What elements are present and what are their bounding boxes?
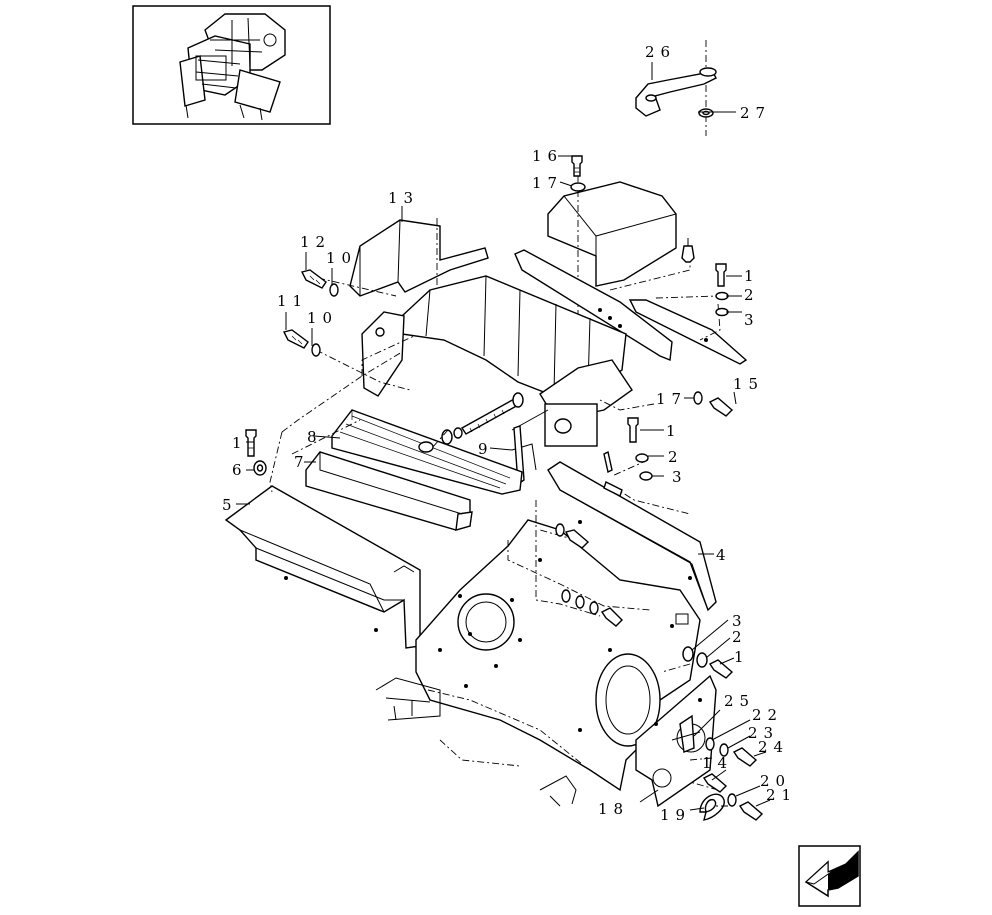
bolt-21[interactable] <box>738 801 764 821</box>
machine-overview-thumbnail <box>179 13 286 121</box>
callout-19: 19 <box>660 806 691 824</box>
bolt-1-upper-right[interactable] <box>715 263 727 287</box>
part-26-bracket[interactable] <box>635 40 717 136</box>
washer-2-right[interactable] <box>696 652 708 668</box>
callout-3-upper-right: 3 <box>744 311 760 329</box>
callout-22: 22 <box>752 706 783 724</box>
part-27-washer[interactable] <box>698 108 714 118</box>
part-18-end-plate[interactable] <box>635 674 717 808</box>
callout-17-top: 17 <box>532 174 563 192</box>
callout-26: 26 <box>645 43 676 61</box>
washer-10-upper[interactable] <box>329 283 339 297</box>
washer-23[interactable] <box>719 743 729 757</box>
callout-4: 4 <box>716 546 732 564</box>
washer-10-lower[interactable] <box>311 343 321 357</box>
bolt-1-right[interactable] <box>708 659 734 679</box>
pin-clip[interactable] <box>603 450 623 497</box>
overview-thumbnail[interactable] <box>132 5 331 125</box>
callout-20: 20 <box>760 772 791 790</box>
callout-2-upper-right: 2 <box>744 286 760 304</box>
bolt-16[interactable] <box>571 155 583 177</box>
main-side-frame[interactable] <box>415 519 701 792</box>
callout-15: 15 <box>733 375 764 393</box>
callout-6: 6 <box>232 461 248 479</box>
bolt-15[interactable] <box>708 397 734 417</box>
part-19-clamp[interactable] <box>699 793 725 821</box>
washer-6[interactable] <box>253 460 267 476</box>
callout-17-right: 17 <box>656 390 687 408</box>
leader-lines <box>236 62 771 811</box>
callout-3-right: 3 <box>732 612 748 630</box>
callout-2-right: 2 <box>732 628 748 646</box>
callout-2-mid: 2 <box>668 448 684 466</box>
callout-7: 7 <box>294 453 310 471</box>
callout-25: 25 <box>724 692 755 710</box>
callout-24: 24 <box>758 738 789 756</box>
washer-3-right[interactable] <box>682 646 694 662</box>
washer-3-mid[interactable] <box>639 471 653 481</box>
callout-14: 14 <box>702 754 733 772</box>
callout-10-upper: 10 <box>326 249 357 267</box>
bolt-12[interactable] <box>300 269 327 289</box>
part-25-latch[interactable] <box>671 714 701 753</box>
callout-8: 8 <box>307 428 323 446</box>
assembly-centerlines <box>269 277 728 807</box>
callout-1-mid: 1 <box>666 422 682 440</box>
callout-10-lower: 10 <box>307 309 338 327</box>
part-4-deflector[interactable] <box>547 461 717 612</box>
bolt-24[interactable] <box>732 747 758 767</box>
callout-1-right: 1 <box>734 648 750 666</box>
grease-fitting[interactable] <box>681 238 695 263</box>
central-shroud[interactable] <box>361 275 633 486</box>
washer-22[interactable] <box>705 737 715 751</box>
bolt-lower-center[interactable] <box>555 523 590 549</box>
right-rail-plate[interactable] <box>514 248 748 365</box>
part-13-cover[interactable] <box>349 218 489 300</box>
callout-1-left: 1 <box>232 434 248 452</box>
washer-2-mid[interactable] <box>635 453 649 463</box>
bolt-1-left[interactable] <box>245 429 257 457</box>
threaded-rod[interactable] <box>441 392 524 445</box>
callout-12: 12 <box>300 233 331 251</box>
part-5-deflector[interactable] <box>224 485 421 649</box>
arrow-back-icon[interactable] <box>798 845 861 907</box>
callout-11: 11 <box>277 292 308 310</box>
base-frame-left <box>375 677 577 807</box>
callout-23: 23 <box>748 724 779 742</box>
callout-27: 27 <box>740 104 771 122</box>
callout-9: 9 <box>478 440 494 458</box>
washer-17-right[interactable] <box>693 391 703 405</box>
fastener-stack-center[interactable] <box>561 589 623 627</box>
bolt-14[interactable] <box>702 773 728 793</box>
callout-13: 13 <box>388 189 419 207</box>
bolt-1-mid[interactable] <box>627 417 639 443</box>
callout-18: 18 <box>598 800 629 818</box>
bolt-11[interactable] <box>282 329 309 349</box>
washer-20[interactable] <box>727 793 737 807</box>
callout-labels: 26 27 16 17 13 12 10 11 10 1 2 3 17 15 1… <box>222 43 797 824</box>
part-8-panel[interactable] <box>331 409 523 495</box>
washer-17-top[interactable] <box>570 182 586 192</box>
callout-21: 21 <box>766 786 797 804</box>
callout-1-upper-right: 1 <box>744 267 760 285</box>
callout-3-mid: 3 <box>672 468 688 486</box>
callout-16: 16 <box>532 147 563 165</box>
callout-5: 5 <box>222 496 238 514</box>
part-7-panel[interactable] <box>305 451 473 531</box>
